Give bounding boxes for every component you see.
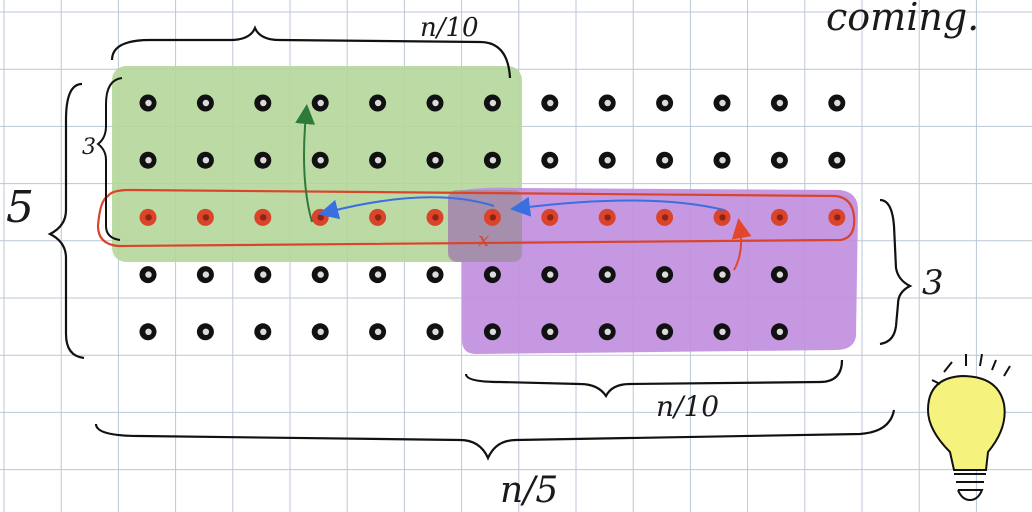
dot-grid — [139, 94, 846, 341]
dot-center — [432, 328, 439, 335]
dot-center — [661, 157, 669, 164]
label-n-over-5: n/5 — [500, 470, 558, 511]
dot-center — [604, 157, 611, 164]
dot-center — [432, 271, 439, 278]
dot-center — [145, 99, 152, 107]
dot-center — [374, 328, 382, 335]
label-top-partial: coming. — [826, 0, 979, 39]
dot-center — [202, 328, 210, 335]
dot-center — [719, 214, 726, 221]
dot-center — [317, 157, 324, 164]
dot-center — [374, 214, 382, 221]
highlighted-row-outline — [96, 188, 856, 248]
dot-center — [260, 99, 267, 107]
dot-center — [489, 214, 497, 221]
dot-center — [145, 271, 152, 278]
dot-center — [432, 214, 439, 221]
label-rows-right: 3 — [922, 263, 944, 303]
dot-center — [547, 328, 554, 335]
label-rows-green: 3 — [82, 135, 96, 160]
dot-center — [145, 214, 152, 221]
label-marked-point: x — [478, 227, 489, 251]
dot-center — [260, 157, 267, 164]
dot-center — [604, 328, 611, 335]
dot-center — [374, 271, 382, 278]
dot-center — [661, 214, 669, 221]
dot-center — [317, 271, 324, 278]
dot-center — [547, 157, 554, 164]
dot-center — [547, 214, 554, 221]
brace-right-3 — [879, 198, 913, 346]
dot-center — [661, 99, 669, 107]
label-n-over-10-top: n/10 — [420, 13, 479, 43]
dot-center — [776, 99, 784, 107]
dot-center — [374, 99, 382, 107]
dot-center — [260, 214, 267, 221]
dot-center — [202, 99, 210, 107]
dot-center — [834, 214, 841, 221]
dot-center — [776, 214, 784, 221]
dot-center — [489, 157, 497, 164]
dot-center — [719, 271, 726, 278]
brace-bottom-n10 — [464, 359, 844, 399]
dot-center — [260, 271, 267, 278]
red-arrow — [731, 218, 752, 271]
dot-center — [202, 271, 210, 278]
green-arrow — [295, 104, 316, 223]
dot-center — [604, 214, 611, 221]
brace-left-3 — [96, 77, 123, 241]
lightbulb-icon — [926, 353, 1011, 502]
purple-region — [448, 187, 858, 354]
overlap-region — [448, 190, 522, 262]
dot-center — [202, 214, 210, 221]
dot-center — [719, 157, 726, 164]
brace-top-n10 — [110, 25, 512, 79]
label-n-over-10-bottom: n/10 — [656, 390, 719, 423]
brace-bottom-n5 — [94, 409, 896, 461]
dot-center — [719, 328, 726, 335]
dot-center — [374, 157, 382, 164]
dot-center — [317, 328, 324, 335]
dot-center — [834, 99, 841, 107]
label-rows-left: 5 — [6, 182, 34, 233]
dot-center — [317, 214, 324, 221]
dot-center — [145, 157, 152, 164]
dot-center — [489, 328, 497, 335]
dot-center — [776, 157, 784, 164]
dot-center — [260, 328, 267, 335]
dot-center — [776, 328, 784, 335]
dot-center — [432, 99, 439, 107]
dot-center — [719, 99, 726, 107]
dot-center — [604, 99, 611, 107]
dot-center — [661, 328, 669, 335]
dot-center — [547, 271, 554, 278]
brace-left-5 — [47, 82, 85, 360]
dot-center — [661, 271, 669, 278]
dot-center — [432, 157, 439, 164]
dot-center — [145, 328, 152, 335]
dot-center — [317, 99, 324, 107]
dot-center — [489, 99, 497, 107]
blue-arrow-long — [510, 196, 725, 217]
blue-arrow-short — [318, 196, 495, 220]
dot-center — [834, 157, 841, 164]
dot-center — [776, 271, 784, 278]
dot-center — [547, 99, 554, 107]
dot-center — [202, 157, 210, 164]
dot-center — [489, 271, 497, 278]
dot-center — [604, 271, 611, 278]
